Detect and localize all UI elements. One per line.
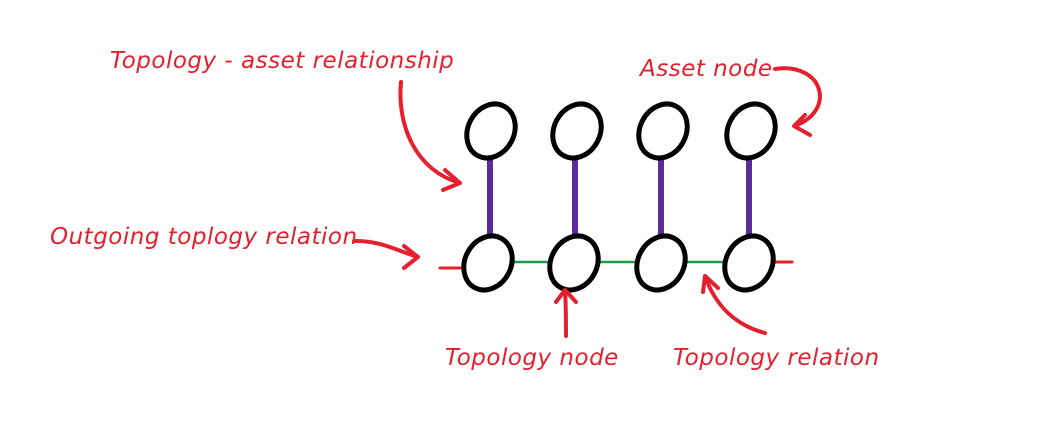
- asset-relationship-lines: [487, 155, 752, 238]
- topology-node: [634, 233, 688, 293]
- topology-nodes: [461, 233, 776, 293]
- annotation-labels: Topology - asset relationship Asset node…: [50, 48, 880, 371]
- asset-node: [464, 101, 518, 161]
- annotation-arrows: [352, 66, 822, 338]
- asset-nodes: [464, 101, 778, 161]
- asset-node: [724, 101, 778, 161]
- label-asset-node: Asset node: [638, 56, 773, 82]
- hand-drawn-arrow-icon: [352, 238, 420, 270]
- topology-node: [547, 233, 601, 293]
- label-topology-relation: Topology relation: [673, 345, 880, 371]
- label-topology-node: Topology node: [445, 345, 619, 371]
- topology-node: [461, 233, 515, 293]
- label-outgoing-topology-relation: Outgoing toplogy relation: [50, 224, 358, 250]
- asset-node: [550, 101, 604, 161]
- hand-drawn-arrow-icon: [554, 288, 578, 338]
- asset-node: [636, 101, 690, 161]
- topology-node: [722, 233, 776, 293]
- label-topology-asset-relationship: Topology - asset relationship: [110, 48, 454, 74]
- hand-drawn-arrow-icon: [773, 66, 822, 137]
- hand-drawn-arrow-icon: [398, 80, 462, 192]
- hand-drawn-arrow-icon: [701, 274, 767, 335]
